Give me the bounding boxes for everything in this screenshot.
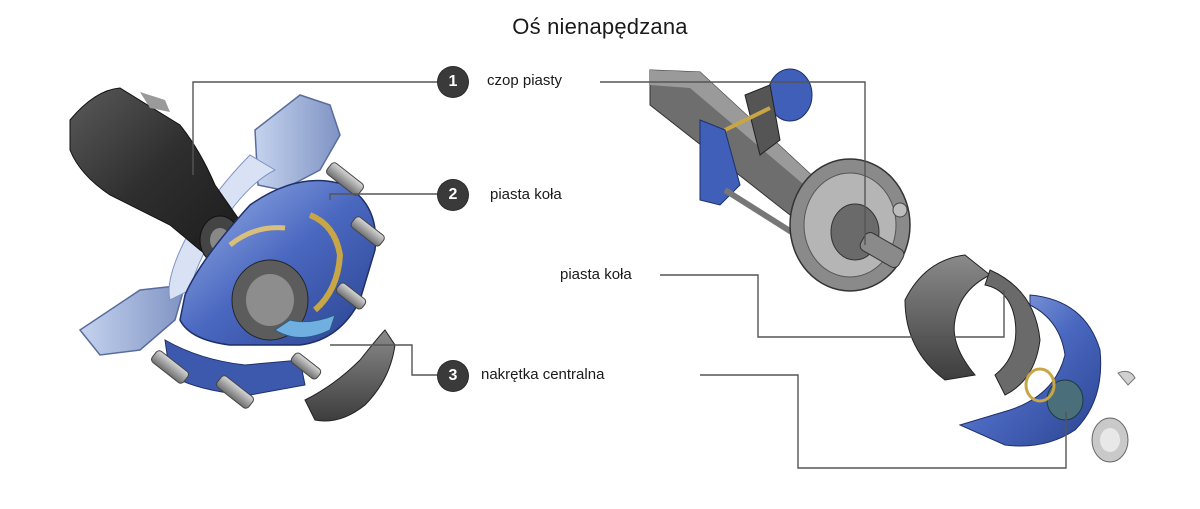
brake-shoes-right (904, 254, 1041, 396)
leader-line-1-right (600, 81, 866, 245)
callout-label-piasta-kola: piasta koła (490, 186, 562, 203)
hub-cap (1091, 370, 1136, 463)
leader-line-2 (329, 193, 438, 200)
callout-label-nakretka-centralna: nakrętka centralna (481, 366, 605, 383)
callout-badge-1: 1 (438, 67, 468, 97)
axle-spindle (69, 87, 241, 265)
wheel-hub-body (164, 179, 377, 396)
leader-line-right-hub-1 (660, 274, 1005, 338)
leader-line-1 (192, 81, 438, 175)
diagram-title: Oś nienapędzana (512, 14, 688, 39)
callout-label-czop-piasty: czop piasty (487, 72, 563, 89)
brake-drum-right (789, 158, 911, 292)
leader-lines (192, 81, 1067, 469)
wheel-studs (151, 162, 385, 409)
leader-line-3 (330, 344, 438, 376)
callout-badge-3: 3 (438, 361, 468, 391)
leader-line-right-hub-2 (700, 374, 1067, 469)
right-label-piasta-kola: piasta koła (560, 266, 632, 283)
backplate-right (958, 294, 1102, 447)
callout-badge-2: 2 (438, 180, 468, 210)
